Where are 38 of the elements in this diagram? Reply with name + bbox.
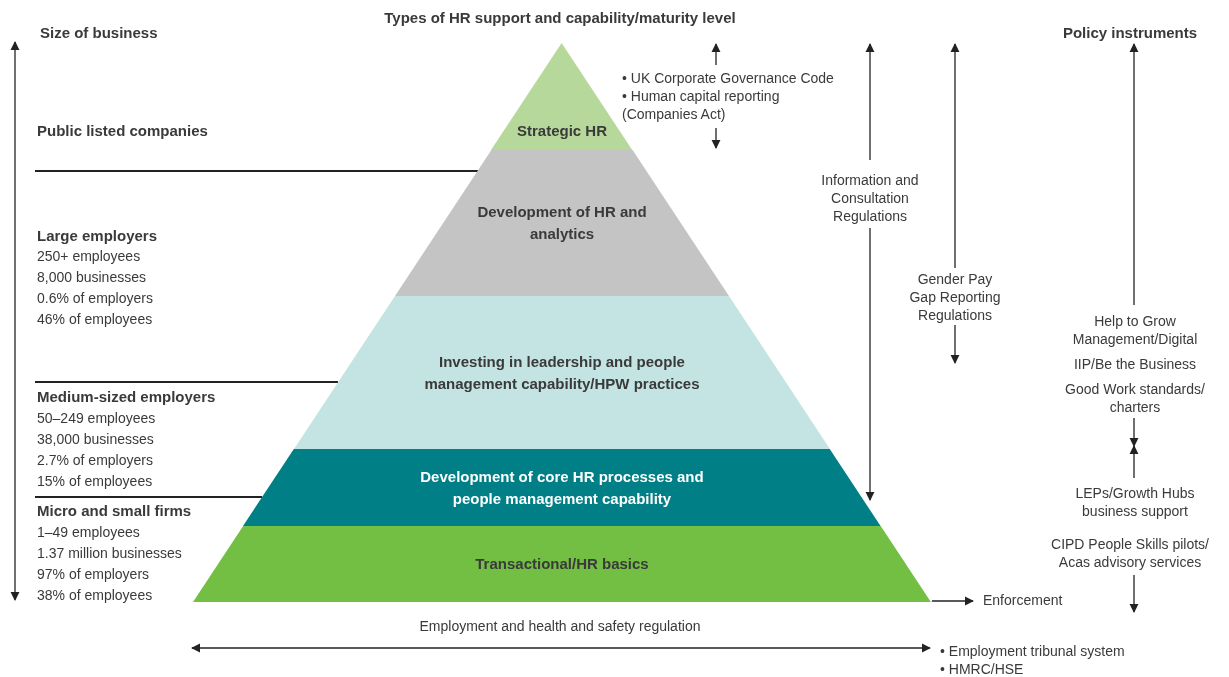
stat-text: 1–49 employees [37,523,141,541]
axis-title: Size of business [40,24,159,42]
policy-label: CIPD People Skills pilots/ Acas advisory services [1050,535,1210,571]
node-label: Enforcement [983,591,1063,609]
group-heading: Public listed companies [37,122,209,140]
layer-label: Strategic HR [516,121,608,141]
bullet-item: • UK Corporate Governance Code [622,69,835,87]
group-heading: Medium-sized employers [37,388,217,406]
policy-label: Help to Grow Management/Digital [1071,312,1199,348]
bullet-item: • Human capital reporting (Companies Act) [622,87,781,123]
stat-text: 38% of employees [37,586,154,604]
stat-text: 97% of employers [37,565,151,583]
layer-label: Investing in leadership and people management capability/HPW practices [423,351,701,394]
bullet-item: • HMRC/HSE [940,660,1025,677]
policy-label: Information and Consultation Regulations [820,171,920,225]
group-heading: Micro and small firms [37,502,193,520]
bullet-item: • Employment tribunal system [940,642,1126,660]
layer-label: Transactional/HR basics [474,554,650,574]
policy-label: Employment and health and safety regulation [418,617,702,635]
stat-text: 2.7% of employers [37,451,154,469]
policy-label: Gender Pay Gap Reporting Regulations [908,270,1002,324]
layer-label: Development of HR and analytics [477,202,647,244]
stat-text: 8,000 businesses [37,268,147,286]
stat-text: 38,000 businesses [37,430,155,448]
axis-title: Policy instruments [1061,24,1199,42]
policy-label: LEPs/Growth Hubs business support [1074,484,1196,520]
title: Types of HR support and capability/maturity level [383,9,737,27]
stat-text: 1.37 million businesses [37,544,183,562]
stat-text: 46% of employees [37,310,154,328]
stat-text: 50–249 employees [37,409,157,427]
stat-text: 0.6% of employers [37,289,154,307]
layer-label: Development of core HR processes and people management capability [419,466,705,509]
policy-label: IIP/Be the Business [1072,355,1198,373]
policy-label: Good Work standards/ charters [1064,380,1206,416]
stat-text: 250+ employees [37,247,142,265]
stat-text: 15% of employees [37,472,154,490]
arrow [931,596,974,606]
group-heading: Large employers [37,227,159,245]
